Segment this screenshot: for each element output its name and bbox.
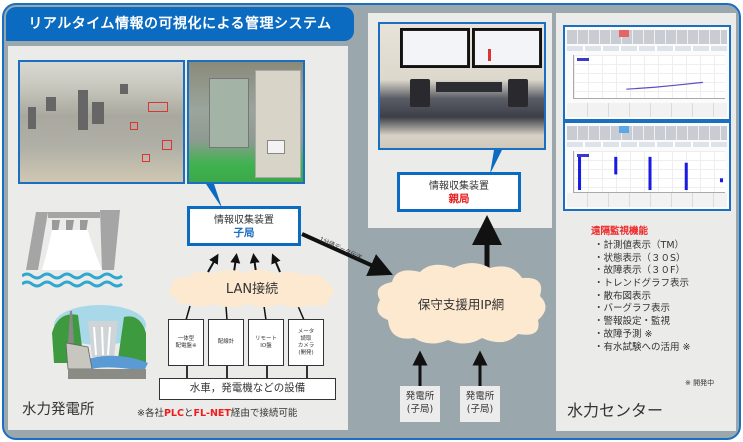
collector-child-subtitle: 子局 [233,227,255,239]
bar-plot [573,151,725,193]
function-item: バーグラフ表示 [594,303,691,316]
trend-line [626,81,703,90]
function-item: 計測値表示（TM） [594,240,691,253]
device-box: 配線計 [208,319,244,366]
collector-cabinet-photo [187,60,305,184]
ip-network-label: 保守支援用IP網 [417,297,505,312]
collector-parent-box: 情報収集装置 親局 [397,172,521,212]
power-plant-label: 水力発電所 [22,402,95,418]
collector-child-title: 情報収集装置 [214,215,274,226]
function-item: 有水試験への活用 ※ [594,342,691,355]
development-note: ※ 開発中 [685,379,715,387]
device-box: メータ 読取 カメラ (開発) [288,319,324,366]
collector-parent-subtitle: 親局 [448,193,470,205]
power-plant-illustration-icon [52,305,148,379]
device-box: 一体型 配電盤※ [168,319,204,366]
function-item: 散布図表示 [594,291,691,304]
dam-icon [22,210,123,288]
trend-graph-screenshot [563,25,731,121]
connection-note: ※各社PLCとFL-NET経由で接続可能 [137,408,298,419]
collector-child-box: 情報収集装置 子局 [187,206,301,246]
bar-mark [719,178,723,183]
function-item: 状態表示（３０S） [594,253,691,266]
monitoring-desk-photo [378,22,546,150]
function-item: 故障表示（３０F） [594,265,691,278]
equipment-box: 水車，発電機などの設備 [159,378,336,400]
station-box: 発電所 (子局) [460,386,500,422]
page-title: リアルタイム情報の可視化による管理システム [6,7,354,41]
function-item: 故障予測 ※ [594,329,691,342]
bar-mark [684,162,688,191]
ip-network-cloud: 保守支援用IP網 [372,262,550,346]
lan-cloud: LAN接続 [164,268,340,308]
station-box: 発電所 (子局) [400,386,440,422]
trend-plot [573,55,725,99]
bar-mark [578,156,582,191]
functions-list: 計測値表示（TM） 状態表示（３０S） 故障表示（３０F） トレンドグラフ表示 … [594,240,691,354]
bar-graph-screenshot [563,121,731,211]
device-box: リモート IO盤 [248,319,284,366]
lan-cloud-label: LAN接続 [225,282,279,297]
functions-title: 遠隔監視機能 [591,226,649,237]
function-item: 警報設定・監視 [594,316,691,329]
function-item: トレンドグラフ表示 [594,278,691,291]
control-panel-photo [18,60,185,184]
center-label: 水力センター [567,401,664,420]
bar-mark [614,156,618,175]
collector-parent-title: 情報収集装置 [429,181,489,192]
bar-mark [648,156,652,191]
